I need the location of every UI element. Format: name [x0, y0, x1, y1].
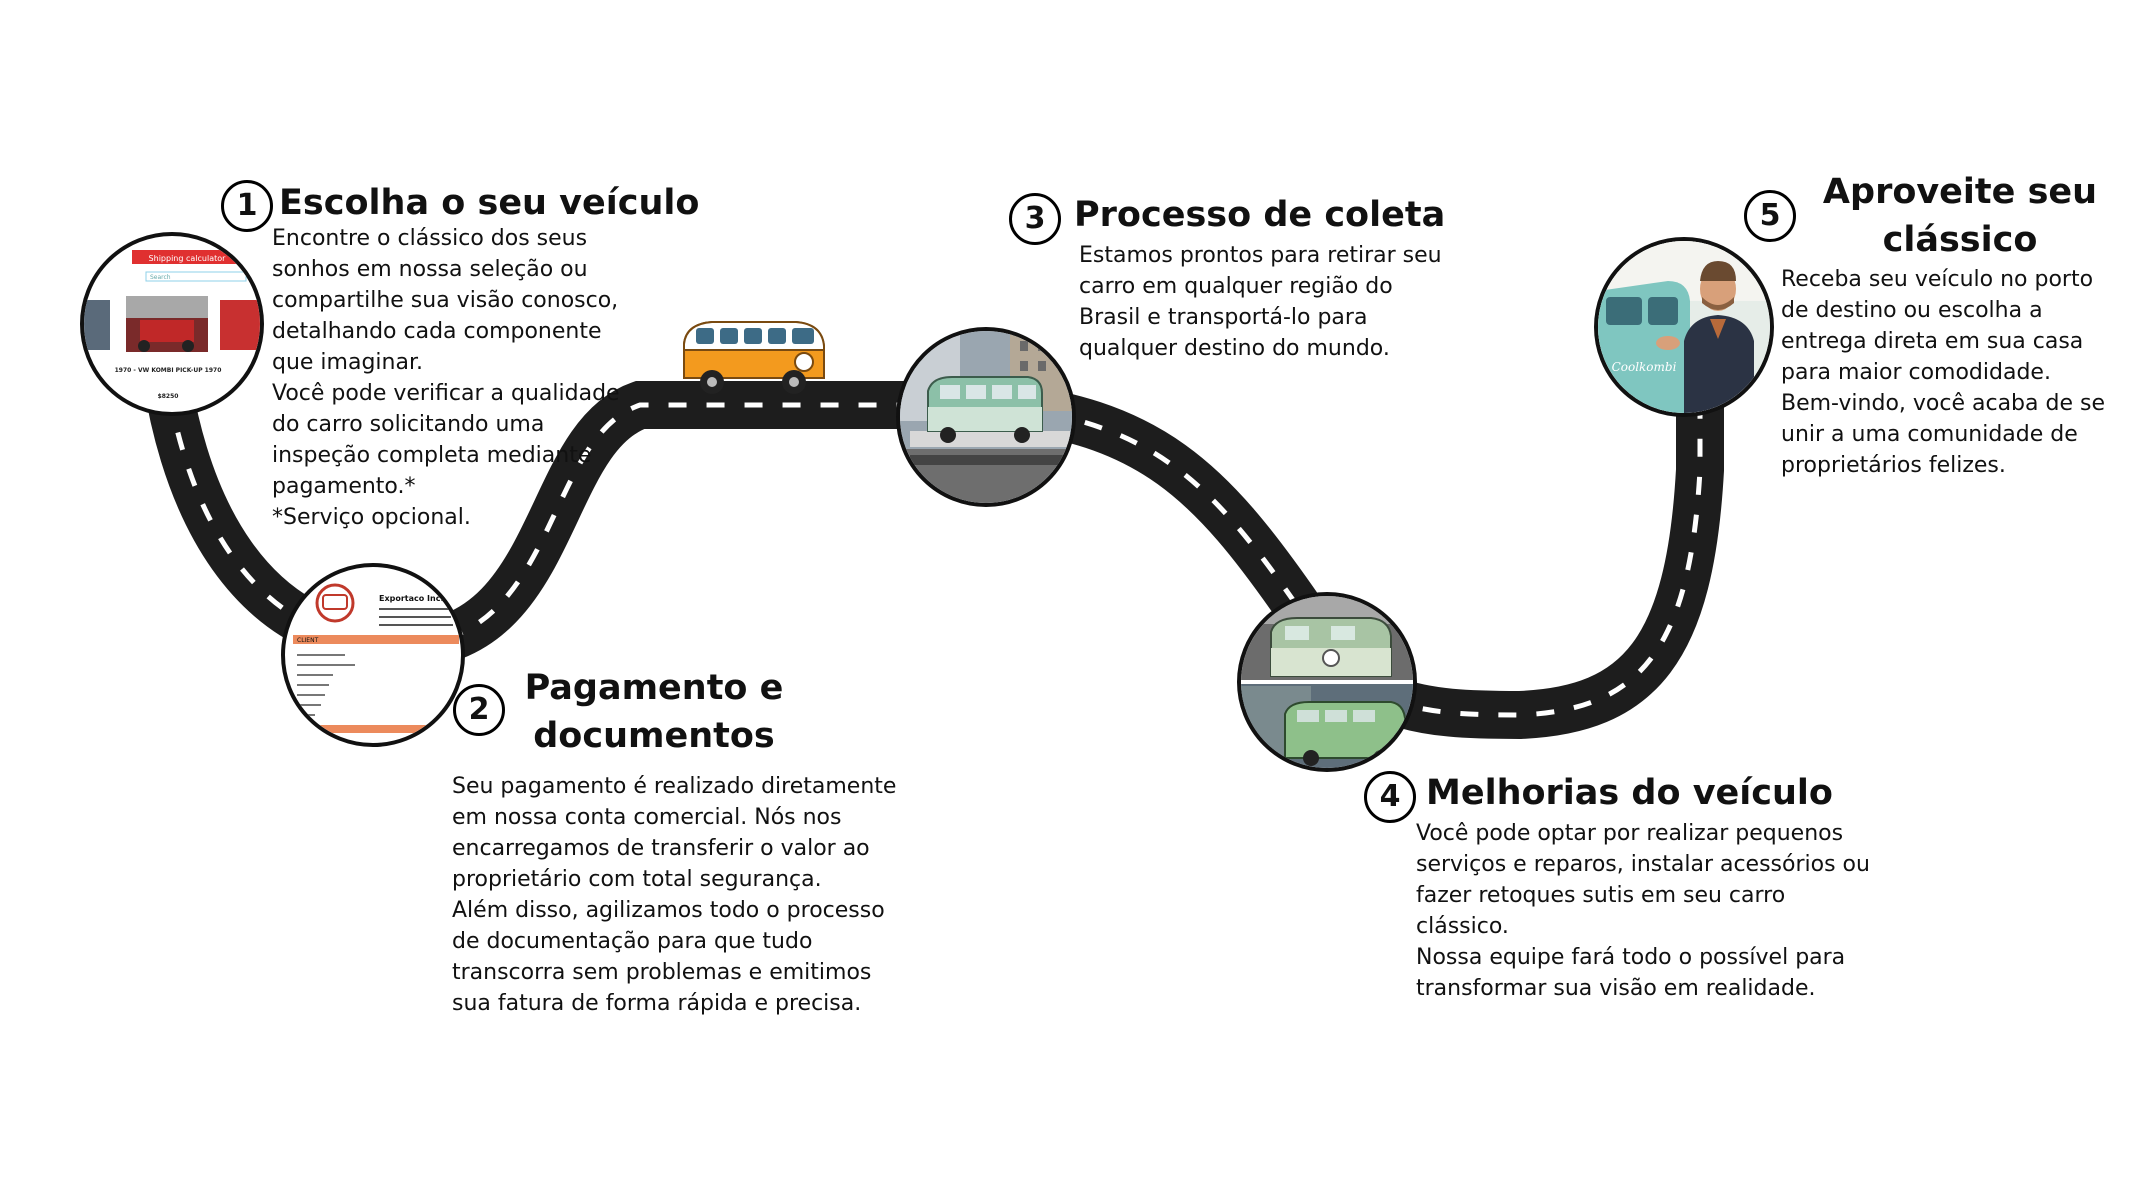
catalog-banner: Shipping calculator [149, 254, 227, 263]
step-4-text: Você pode optar por realizar pequenos se… [1416, 818, 1886, 1004]
photo-vehicle-improvements [1237, 592, 1417, 772]
step-2-title-line2: documentos [514, 712, 794, 760]
photo-pickup-truck [896, 327, 1076, 507]
step-2-number: 2 [453, 684, 505, 736]
step-5-title-line1: Aproveite seu [1820, 168, 2100, 216]
owner-van-sign: Coolkombi [1612, 360, 1677, 374]
catalog-caption: 1970 - VW KOMBI PICK-UP 1970 [115, 367, 222, 374]
invoice-company: Exportaco Inc. [379, 594, 444, 603]
van-icon [676, 316, 828, 404]
photo-happy-owner: Coolkombi [1594, 237, 1774, 417]
photo-vehicle-catalog: Shipping calculator Search 1970 - VW KOM… [80, 232, 264, 416]
step-1-title: Escolha o seu veículo [279, 179, 699, 227]
catalog-search: Search [150, 274, 171, 281]
step-5-title: Aproveite seu clássico [1820, 168, 2100, 264]
step-1-text: Encontre o clássico dos seus sonhos em n… [272, 223, 632, 533]
step-4-title: Melhorias do veículo [1426, 769, 1833, 817]
step-3-number: 3 [1009, 193, 1061, 245]
step-5-title-line2: clássico [1820, 216, 2100, 264]
step-1-number: 1 [221, 180, 273, 232]
step-2-title: Pagamento e documentos [514, 664, 794, 760]
invoice-section: CLIENT [297, 637, 319, 644]
step-2-title-line1: Pagamento e [514, 664, 794, 712]
step-5-text: Receba seu veículo no porto de destino o… [1781, 264, 2121, 481]
photo-invoice-document: Exportaco Inc. CLIENT [281, 563, 465, 747]
step-4-number: 4 [1364, 771, 1416, 823]
step-3-text: Estamos prontos para retirar seu carro e… [1079, 240, 1479, 364]
step-2-text: Seu pagamento é realizado diretamente em… [452, 771, 922, 1019]
step-3-title: Processo de coleta [1074, 191, 1445, 239]
catalog-price: $8250 [158, 393, 179, 400]
step-5-number: 5 [1744, 190, 1796, 242]
